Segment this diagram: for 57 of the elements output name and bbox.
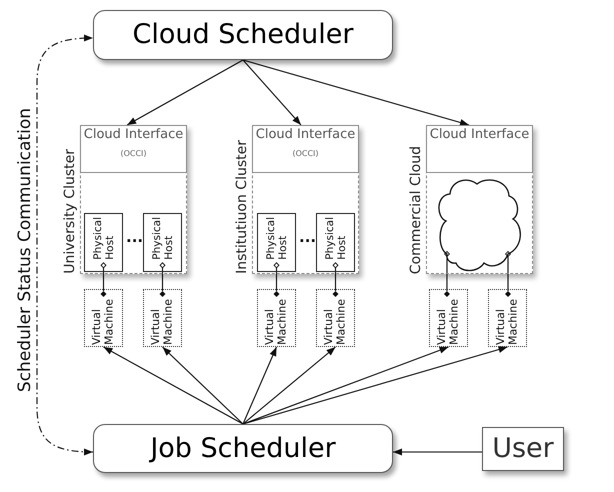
arrow xyxy=(242,59,470,126)
arrow xyxy=(393,448,482,456)
vm-label: Virtual Machine xyxy=(323,298,348,345)
cluster-label: Institutiuon Cluster xyxy=(234,140,250,274)
vm-box xyxy=(316,289,355,347)
interface-note: (OCCI) xyxy=(120,149,147,159)
vm-label: Virtual Machine xyxy=(495,298,520,345)
node-label: Job Scheduler xyxy=(150,432,336,464)
arrow xyxy=(242,346,508,425)
cluster-label: Commercial Cloud xyxy=(408,146,424,274)
cluster-label: University Cluster xyxy=(62,149,78,274)
vm-box xyxy=(143,289,182,347)
vm-box xyxy=(429,289,468,347)
vm-box xyxy=(488,289,527,347)
interface-box xyxy=(80,125,187,173)
arrow xyxy=(242,346,336,424)
host-box xyxy=(84,213,123,272)
interface-note: (OCCI) xyxy=(292,149,319,159)
arrow xyxy=(162,346,244,424)
association-line xyxy=(272,262,280,298)
ellipsis: ... xyxy=(299,230,316,245)
user-box xyxy=(482,427,564,471)
scheduler-box xyxy=(93,424,393,473)
arrow xyxy=(103,346,244,424)
scheduler-box xyxy=(93,10,393,60)
node-label: Cloud Scheduler xyxy=(132,19,354,51)
interface-box xyxy=(252,125,359,173)
association-line xyxy=(504,251,512,298)
host-label: Physical Host xyxy=(264,217,288,260)
association-line xyxy=(332,262,340,298)
user-label: User xyxy=(492,433,554,465)
interface-title: Cloud Interface xyxy=(84,127,184,143)
host-box xyxy=(316,213,355,272)
vm-label: Virtual Machine xyxy=(264,298,289,345)
host-label: Physical Host xyxy=(92,217,116,260)
vm-box xyxy=(257,289,296,347)
vm-label: Virtual Machine xyxy=(150,298,175,345)
interface-title: Cloud Interface xyxy=(430,127,530,143)
association-line xyxy=(158,262,166,298)
interface-box xyxy=(426,125,533,173)
host-label: Physical Host xyxy=(324,217,348,260)
association-line xyxy=(443,251,450,298)
arrow xyxy=(242,60,302,126)
host-box xyxy=(257,213,296,272)
host-label: Physical Host xyxy=(150,217,174,260)
double-arrow xyxy=(36,34,94,456)
ellipsis: ... xyxy=(126,230,144,245)
association-line xyxy=(100,262,108,298)
host-box xyxy=(143,213,182,272)
interface-title: Cloud Interface xyxy=(256,127,356,143)
arrow xyxy=(242,346,277,424)
arrow xyxy=(126,60,244,126)
vm-label: Virtual Machine xyxy=(91,298,116,345)
vm-label: Virtual Machine xyxy=(436,298,461,345)
arrow xyxy=(242,346,449,425)
cloud-shape xyxy=(436,177,521,272)
vm-box xyxy=(84,289,123,347)
